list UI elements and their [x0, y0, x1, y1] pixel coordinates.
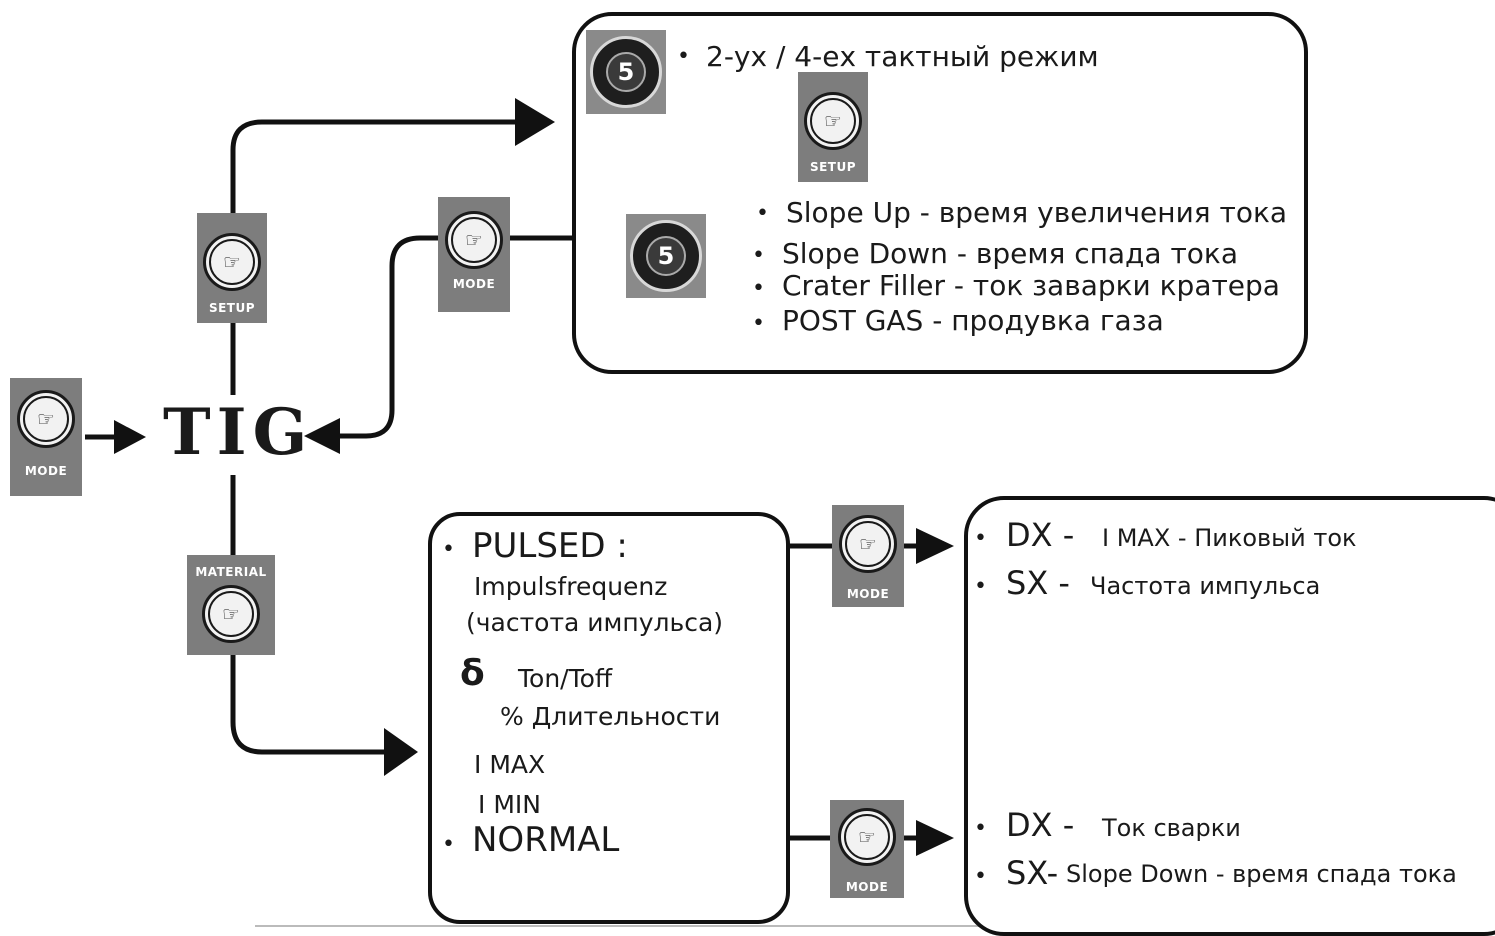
setup-item-1: 2-ух / 4-ех тактный режим	[706, 40, 1099, 73]
sx2-value: Slope Down - время спада тока	[1066, 860, 1457, 888]
setup-button[interactable]: ☞ SETUP	[197, 213, 267, 323]
mode-button-normal[interactable]: ☞ MODE	[830, 800, 904, 898]
hand-pointer-icon: ☞	[37, 407, 55, 431]
dx1-key: DX -	[1006, 516, 1075, 554]
sx2-key: SX-	[1006, 854, 1059, 892]
hand-pointer-icon: ☞	[858, 825, 876, 849]
percent-label: % Длительности	[500, 702, 721, 731]
hand-pointer-icon: ☞	[465, 228, 483, 252]
knob-lower[interactable]: 5	[626, 214, 706, 298]
imin-label: I MIN	[478, 790, 541, 819]
bullet: •	[974, 526, 987, 551]
arrow-normal-to-result	[916, 820, 954, 856]
hand-pointer-icon: ☞	[859, 532, 877, 556]
setup-button-label: SETUP	[208, 301, 256, 315]
mode-button-main[interactable]: ☞ MODE	[10, 378, 82, 496]
sx1-value: Частота импульса	[1090, 572, 1321, 600]
setup-item-slope-down: Slope Down - время спада тока	[782, 237, 1238, 270]
pulse-box	[428, 512, 790, 924]
mode-button-label: MODE	[846, 587, 890, 601]
bullet: •	[752, 276, 765, 301]
setup-button-label: SETUP	[809, 160, 857, 174]
sx1-key: SX -	[1006, 564, 1070, 602]
normal-label: NORMAL	[472, 820, 620, 860]
bullet: •	[442, 537, 455, 562]
delta-icon: δ	[460, 653, 485, 694]
arrow-mode-to-tig	[114, 420, 146, 454]
mode-button-label: MODE	[845, 880, 889, 894]
setup-item-slope-up: Slope Up - время увеличения тока	[786, 196, 1288, 229]
bullet: •	[756, 201, 769, 226]
knob-value: 5	[606, 52, 646, 92]
bullet: •	[752, 311, 765, 336]
imax-label: I MAX	[474, 750, 546, 779]
impuls-label: Impulsfrequenz	[474, 572, 668, 601]
dx1-value: I MAX - Пиковый ток	[1102, 524, 1357, 552]
knob-value: 5	[646, 236, 686, 276]
knob-top[interactable]: 5	[586, 30, 666, 114]
tig-label: TIG	[163, 395, 314, 470]
mode-button-pulsed[interactable]: ☞ MODE	[832, 505, 904, 607]
bullet: •	[442, 832, 455, 857]
setup-item-postgas: POST GAS - продувка газа	[782, 304, 1164, 337]
mode-button-label: MODE	[24, 464, 68, 478]
bullet: •	[974, 816, 987, 841]
ton-label: Ton/Toff	[518, 664, 613, 693]
pulsed-label: PULSED :	[472, 526, 628, 566]
setup-item-crater: Crater Filler - ток заварки кратера	[782, 269, 1280, 302]
hand-pointer-icon: ☞	[222, 602, 240, 626]
bullet: •	[974, 574, 987, 599]
result-box	[964, 496, 1495, 936]
arrow-to-pulse	[384, 728, 418, 776]
setup-button-inner[interactable]: ☞ SETUP	[798, 72, 868, 182]
mode-button-setup-return[interactable]: ☞ MODE	[438, 197, 510, 312]
hand-pointer-icon: ☞	[223, 250, 241, 274]
bullet: •	[677, 44, 690, 69]
arrow-to-setup	[515, 98, 555, 146]
dx2-value: Ток сварки	[1102, 814, 1241, 842]
hand-pointer-icon: ☞	[824, 109, 842, 133]
arrow-pulsed-to-result	[916, 528, 954, 564]
bullet: •	[752, 243, 765, 268]
material-button[interactable]: MATERIAL ☞	[187, 555, 275, 655]
impuls-ru-label: (частота импульса)	[466, 608, 724, 637]
line-tig-to-pulse	[230, 475, 388, 755]
setup-box	[572, 12, 1308, 374]
material-button-label: MATERIAL	[195, 565, 267, 579]
mode-button-label: MODE	[452, 277, 496, 291]
dx2-key: DX -	[1006, 806, 1075, 844]
arrow-to-tig-right	[304, 418, 340, 454]
line-tig-to-setup	[230, 119, 520, 395]
bullet: •	[974, 864, 987, 889]
line-setup-to-tig	[338, 235, 572, 439]
